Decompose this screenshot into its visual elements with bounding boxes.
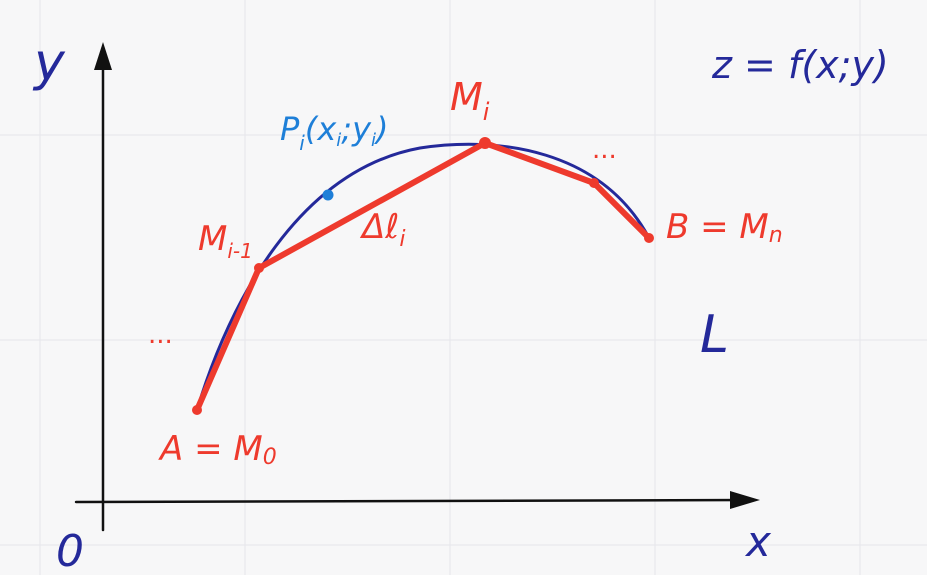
start-point-label: A = M0 — [158, 429, 277, 470]
y-axis-label: y — [32, 33, 66, 93]
x-axis-arrow-icon — [730, 491, 760, 509]
ellipsis-left: ... — [148, 320, 173, 350]
p-coords-sub2: i — [371, 130, 376, 151]
vertex-b — [644, 233, 654, 243]
m-im1-sub: i-1 — [227, 239, 253, 263]
start-label-main: A = M — [158, 429, 263, 469]
p-coords-1: (x — [305, 110, 337, 148]
p-coords-2: ;y — [341, 110, 372, 148]
m-i-label: Mi — [450, 75, 490, 126]
p-coords-3: ) — [374, 110, 388, 148]
m-im1-main: M — [198, 219, 227, 259]
x-axis-label: x — [744, 517, 772, 566]
y-axis-arrow-icon — [94, 42, 112, 70]
vertex-a — [192, 405, 202, 415]
end-label-main: B = M — [666, 207, 769, 247]
x-axis — [74, 491, 760, 509]
p-coords-sub1: i — [336, 130, 341, 151]
point-p-i — [322, 189, 334, 201]
m-i-main: M — [450, 75, 483, 119]
end-point-label: B = Mn — [666, 207, 783, 248]
m-i-sub: i — [483, 98, 490, 126]
vertex-after-m-i — [589, 178, 599, 188]
p-sub: i — [299, 131, 305, 155]
y-axis — [94, 42, 112, 532]
broken-line — [194, 140, 652, 413]
delta-l-sub: i — [399, 227, 405, 252]
p-main: P — [280, 110, 300, 148]
start-label-sub: 0 — [263, 445, 277, 470]
vertex-m-i-minus-1 — [254, 263, 264, 273]
curve-name-label: L — [700, 305, 729, 365]
end-label-sub: n — [769, 223, 783, 248]
function-label: z = f(x;y) — [711, 43, 889, 87]
curve-l — [195, 142, 650, 412]
delta-l-label: Δℓi — [359, 207, 405, 252]
vertices — [192, 137, 654, 415]
delta-l-main: Δℓ — [359, 207, 399, 247]
vertex-m-i — [479, 137, 491, 149]
m-i-minus-1-label: Mi-1 — [198, 219, 253, 263]
origin-label: 0 — [56, 526, 84, 575]
ellipsis-right: ... — [592, 135, 617, 165]
p-i-label: Pi(xi;yi) — [280, 110, 389, 155]
